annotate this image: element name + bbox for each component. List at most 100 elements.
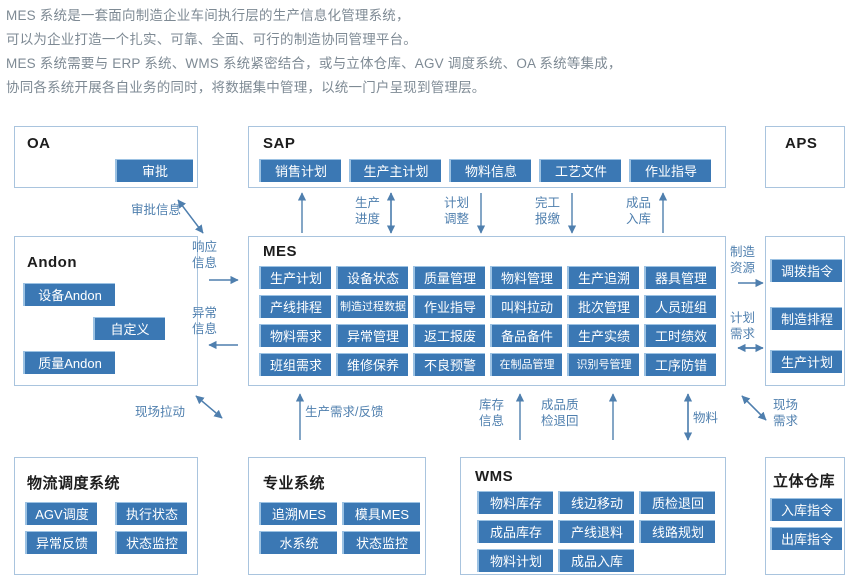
andon-chip-2[interactable]: 自定义	[93, 317, 165, 340]
flow-label-site-demand-line2: 需求	[773, 414, 799, 428]
sap-title: SAP	[263, 135, 296, 152]
wms-title: WMS	[475, 468, 514, 485]
asrs-box[interactable]: 立体仓库 入库指令 出库指令	[765, 457, 845, 575]
mes-chip-11[interactable]: 批次管理	[567, 295, 639, 318]
logistics-chip-3[interactable]: 异常反馈	[25, 531, 97, 554]
wms-chip-8[interactable]: 成品入库	[558, 549, 634, 572]
wms-box[interactable]: WMS 物料库存 线边移动 质检退回 成品库存 产线退料 线路规划 物料计划 成…	[460, 457, 726, 575]
wms-chip-7[interactable]: 物料计划	[477, 549, 553, 572]
flow-label-stock-info-line2: 信息	[479, 414, 505, 428]
mes-box[interactable]: MES 生产计划 设备状态 质量管理 物料管理 生产追溯 器具管理 产线排程 制…	[248, 236, 726, 386]
flow-label-plan-adjust-line2: 调整	[444, 212, 470, 226]
mes-chip-7[interactable]: 产线排程	[259, 295, 331, 318]
flow-label-fg-inbound-line1: 成品	[626, 196, 652, 210]
flow-label-fg-qc-return-line1: 成品质	[541, 398, 579, 412]
intro-line-4: 协同各系统开展各自业务的同时，将数据集中管理，以统一门户呈现到管理层。	[6, 80, 486, 95]
flow-label-prod-progress-line2: 进度	[355, 212, 381, 226]
wms-chip-2[interactable]: 线边移动	[558, 491, 634, 514]
special-chip-4[interactable]: 状态监控	[342, 531, 420, 554]
asrs-title: 立体仓库	[773, 473, 836, 490]
andon-chip-1[interactable]: 设备Andon	[23, 283, 115, 306]
sap-chip-4[interactable]: 工艺文件	[539, 159, 621, 182]
mes-chip-5[interactable]: 生产追溯	[567, 266, 639, 289]
mes-title: MES	[263, 243, 298, 260]
mes-chip-6[interactable]: 器具管理	[644, 266, 716, 289]
mes-chip-20[interactable]: 维修保养	[336, 353, 408, 376]
aps-items-box[interactable]: 调拨指令 制造排程 生产计划	[765, 236, 845, 386]
mes-chip-10[interactable]: 叫料拉动	[490, 295, 562, 318]
flow-label-stock-info-line1: 库存	[479, 398, 505, 412]
flow-label-prod-demand-feedback: 生产需求/反馈	[305, 405, 384, 419]
flow-label-mfg-resource-line2: 资源	[730, 261, 756, 275]
special-chip-1[interactable]: 追溯MES	[259, 502, 337, 525]
aps-box[interactable]: APS	[765, 126, 845, 188]
sap-chip-1[interactable]: 销售计划	[259, 159, 341, 182]
mes-chip-14[interactable]: 异常管理	[336, 324, 408, 347]
mes-chip-19[interactable]: 班组需求	[259, 353, 331, 376]
aps-chip-1[interactable]: 调拨指令	[770, 259, 842, 282]
intro-line-3: MES 系统需要与 ERP 系统、WMS 系统紧密结合，或与立体仓库、AGV 调…	[6, 56, 622, 71]
mes-chip-13[interactable]: 物料需求	[259, 324, 331, 347]
aps-chip-2[interactable]: 制造排程	[770, 307, 842, 330]
mes-chip-23[interactable]: 识别号管理	[567, 353, 639, 376]
andon-chip-3[interactable]: 质量Andon	[23, 351, 115, 374]
logistics-chip-2[interactable]: 执行状态	[115, 502, 187, 525]
logistics-chip-1[interactable]: AGV调度	[25, 502, 97, 525]
mes-chip-17[interactable]: 生产实绩	[567, 324, 639, 347]
mes-chip-8[interactable]: 制造过程数据	[336, 295, 408, 318]
mes-chip-24[interactable]: 工序防错	[644, 353, 716, 376]
wms-chip-6[interactable]: 线路规划	[639, 520, 715, 543]
special-chip-2[interactable]: 模具MES	[342, 502, 420, 525]
flow-label-plan-demand-line1: 计划	[730, 311, 756, 325]
andon-box[interactable]: Andon 设备Andon 自定义 质量Andon	[14, 236, 198, 386]
flow-label-exception-info-line1: 异常	[192, 306, 218, 320]
mes-chip-12[interactable]: 人员班组	[644, 295, 716, 318]
mes-chip-1[interactable]: 生产计划	[259, 266, 331, 289]
flow-label-response-info-line1: 响应	[192, 240, 218, 254]
mes-chip-15[interactable]: 返工报废	[413, 324, 485, 347]
logistics-box[interactable]: 物流调度系统 AGV调度 执行状态 异常反馈 状态监控	[14, 457, 198, 575]
wms-chip-3[interactable]: 质检退回	[639, 491, 715, 514]
oa-chip-approve[interactable]: 审批	[115, 159, 193, 182]
wms-chip-5[interactable]: 产线退料	[558, 520, 634, 543]
flow-label-fg-inbound-line2: 入库	[626, 212, 652, 226]
asrs-chip-2[interactable]: 出库指令	[770, 527, 842, 550]
asrs-chip-1[interactable]: 入库指令	[770, 498, 842, 521]
mes-chip-18[interactable]: 工时绩效	[644, 324, 716, 347]
aps-chip-3[interactable]: 生产计划	[770, 350, 842, 373]
flow-label-site-pull: 现场拉动	[135, 405, 186, 419]
mes-chip-9[interactable]: 作业指导	[413, 295, 485, 318]
flow-label-response-info-line2: 信息	[192, 256, 218, 270]
logistics-chip-4[interactable]: 状态监控	[115, 531, 187, 554]
flow-label-material: 物料	[693, 411, 719, 425]
sap-chip-2[interactable]: 生产主计划	[349, 159, 441, 182]
intro-line-1: MES 系统是一套面向制造企业车间执行层的生产信息化管理系统，	[6, 8, 410, 23]
wms-chip-4[interactable]: 成品库存	[477, 520, 553, 543]
special-chip-3[interactable]: 水系统	[259, 531, 337, 554]
mes-chip-22[interactable]: 在制品管理	[490, 353, 562, 376]
mes-chip-3[interactable]: 质量管理	[413, 266, 485, 289]
flow-label-site-demand-line1: 现场	[773, 398, 799, 412]
flow-label-exception-info-line2: 信息	[192, 322, 218, 336]
mes-chip-2[interactable]: 设备状态	[336, 266, 408, 289]
mes-chip-4[interactable]: 物料管理	[490, 266, 562, 289]
wms-chip-1[interactable]: 物料库存	[477, 491, 553, 514]
andon-title: Andon	[27, 254, 77, 271]
intro-paragraph: MES 系统是一套面向制造企业车间执行层的生产信息化管理系统， 可以为企业打造一…	[6, 4, 854, 100]
oa-box[interactable]: OA 审批	[14, 126, 198, 188]
special-system-title: 专业系统	[263, 475, 326, 492]
logistics-title: 物流调度系统	[27, 475, 121, 492]
flow-label-plan-demand-line2: 需求	[730, 327, 756, 341]
sap-chip-5[interactable]: 作业指导	[629, 159, 711, 182]
flow-label-finish-report-line1: 完工	[535, 196, 561, 210]
oa-title: OA	[27, 135, 51, 152]
sap-box[interactable]: SAP 销售计划 生产主计划 物料信息 工艺文件 作业指导	[248, 126, 726, 188]
special-system-box[interactable]: 专业系统 追溯MES 模具MES 水系统 状态监控	[248, 457, 426, 575]
mes-chip-16[interactable]: 备品备件	[490, 324, 562, 347]
intro-line-2: 可以为企业打造一个扎实、可靠、全面、可行的制造协同管理平台。	[6, 32, 417, 47]
sap-chip-3[interactable]: 物料信息	[449, 159, 531, 182]
mes-chip-21[interactable]: 不良预警	[413, 353, 485, 376]
flow-label-finish-report-line2: 报缴	[535, 212, 561, 226]
flow-label-plan-adjust-line1: 计划	[444, 196, 470, 210]
